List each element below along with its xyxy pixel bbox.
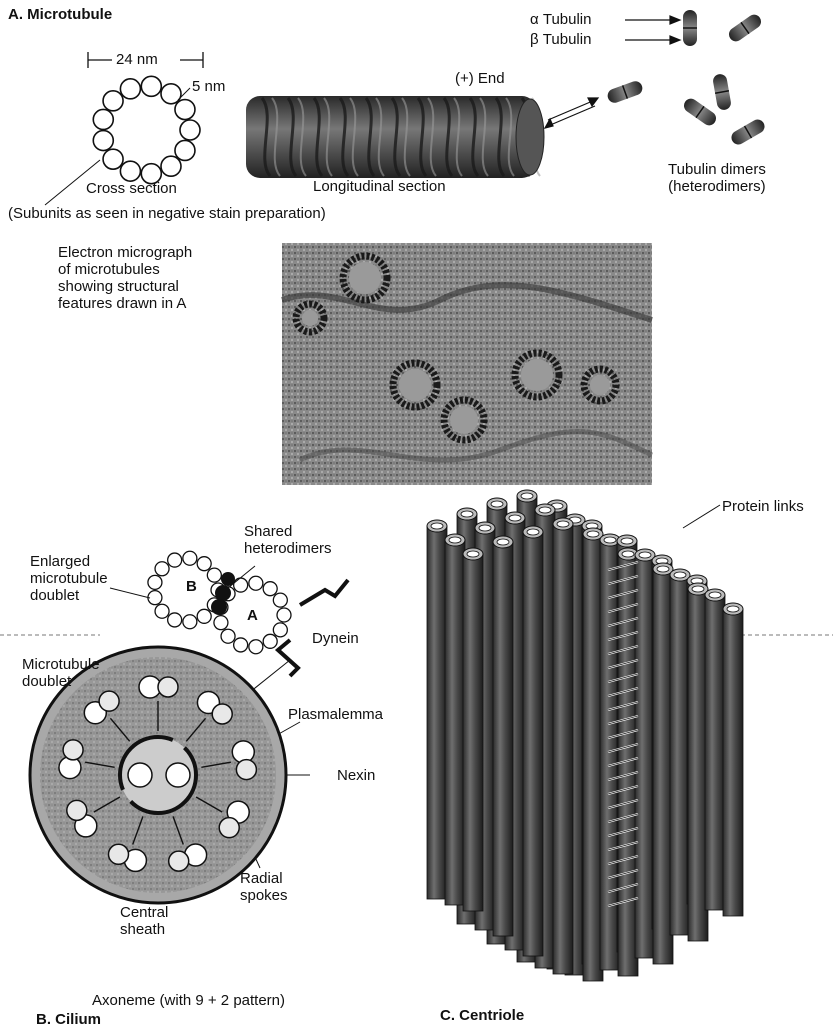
tubulin-dimers-label: Tubulin dimers (heterodimers)	[668, 161, 766, 195]
axoneme-label: Axoneme (with 9 + 2 pattern)	[92, 992, 285, 1009]
shared-heterodimers-label: Shared heterodimers	[244, 523, 332, 557]
subunit-size-label: 5 nm	[192, 78, 225, 95]
protein-links-label: Protein links	[722, 498, 804, 515]
electron-micrograph	[282, 243, 652, 485]
plus-end-label: (+) End	[455, 70, 505, 87]
longitudinal-section-label: Longitudinal section	[313, 178, 446, 195]
equilibrium-arrows	[545, 98, 598, 128]
subunits-note: (Subunits as seen in negative stain prep…	[8, 205, 326, 222]
plasmalemma-label: Plasmalemma	[288, 706, 383, 723]
panel-c-title: C. Centriole	[440, 1007, 524, 1024]
microtubule-doublet-label: Microtubule doublet	[22, 656, 100, 690]
longitudinal-section-tube	[246, 96, 544, 178]
tubulin-pointer-arrows	[625, 16, 680, 44]
central-sheath-label: Central sheath	[120, 904, 168, 938]
cross-section-label: Cross section	[86, 180, 177, 197]
panel-a-title: A. Microtubule	[8, 6, 112, 23]
diameter-label: 24 nm	[116, 51, 158, 68]
nexin-label: Nexin	[337, 767, 375, 784]
micrograph-caption: Electron micrograph of microtubules show…	[58, 244, 192, 312]
panel-b-title: B. Cilium	[36, 1011, 101, 1028]
beta-tubulin-label: β Tubulin	[530, 31, 591, 48]
enlarged-doublet-label: Enlarged microtubule doublet	[30, 553, 108, 604]
alpha-tubulin-label: α Tubulin	[530, 11, 591, 28]
tubule-b-label: B	[186, 578, 197, 595]
tubule-a-label: A	[247, 607, 258, 624]
tubulin-dimers	[606, 10, 767, 147]
radial-spokes-label: Radial spokes	[240, 870, 288, 904]
protein-links-leader	[683, 505, 720, 528]
dynein-label: Dynein	[312, 630, 359, 647]
cross-section-ring	[93, 76, 200, 183]
centriole-cylinder	[427, 490, 743, 981]
